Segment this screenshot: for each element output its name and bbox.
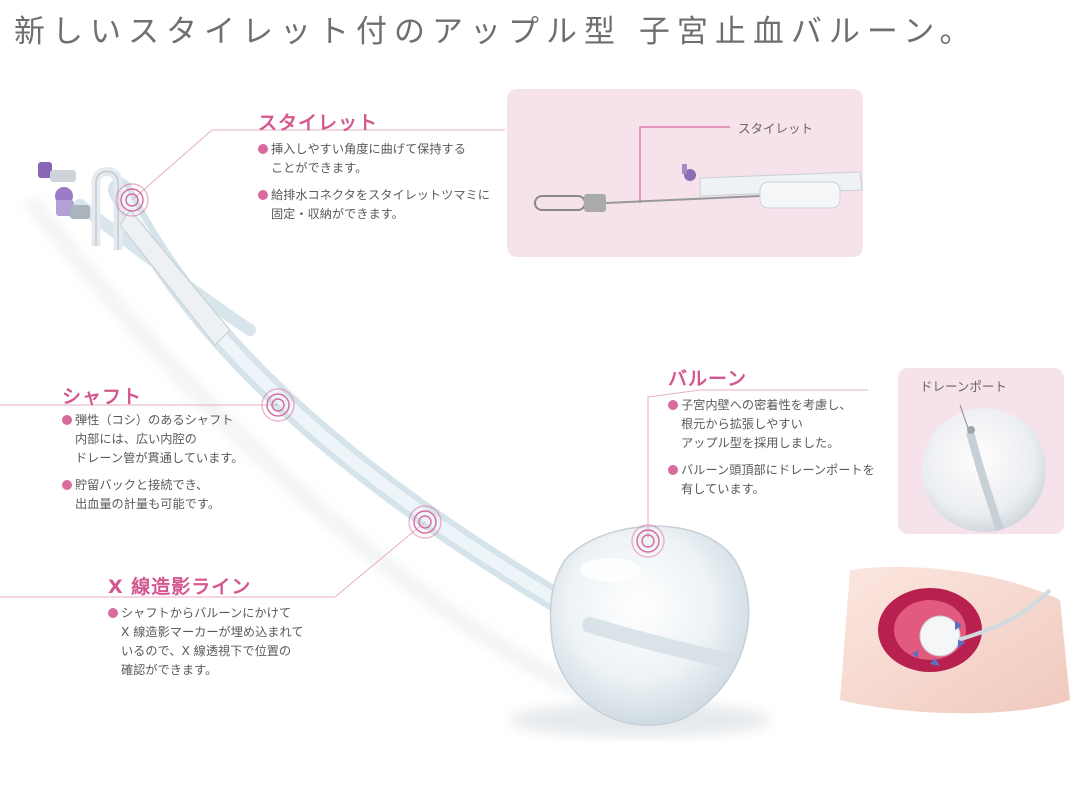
xray-bullets: シャフトからバルーンにかけて X 線造影マーカーが埋め込まれて いるので、X 線… bbox=[108, 604, 348, 688]
drain-port-inset-label: ドレーンポート bbox=[920, 379, 1007, 394]
shaft-bullet: 弾性（コシ）のあるシャフト 内部には、広い内腔の ドレーン管が貫通しています。 bbox=[62, 411, 282, 468]
stylet-bullet: 挿入しやすい角度に曲げて保持する ことができます。 bbox=[258, 140, 498, 178]
water-connector bbox=[38, 162, 90, 219]
xray-target-ring bbox=[408, 505, 442, 539]
balloon-bullets: 子宮内壁への密着性を考慮し、 根元から拡張しやすい アップル型を採用しました。 … bbox=[668, 396, 888, 507]
xray-bullet: シャフトからバルーンにかけて X 線造影マーカーが埋め込まれて いるので、X 線… bbox=[108, 604, 348, 680]
bullet-dot-icon bbox=[668, 465, 678, 475]
uterus-illustration bbox=[840, 566, 1070, 714]
stylet-handle bbox=[91, 167, 231, 346]
stylet-inset-label: スタイレット bbox=[738, 121, 814, 136]
stylet-inset-image bbox=[534, 164, 863, 212]
stylet-bullet: 給排水コネクタをスタイレットツマミに 固定・収納ができます。 bbox=[258, 186, 498, 224]
shaft-bullet: 貯留バックと接続でき、 出血量の計量も可能です。 bbox=[62, 476, 282, 514]
stylet-heading: スタイレット bbox=[258, 112, 379, 134]
balloon-image bbox=[549, 525, 750, 726]
page-title: 新しいスタイレット付のアップル型 子宮止血バルーン。 bbox=[14, 14, 978, 50]
balloon-heading: バルーン bbox=[668, 368, 748, 390]
bullet-dot-icon bbox=[62, 480, 72, 490]
stylet-bullets: 挿入しやすい角度に曲げて保持する ことができます。 給排水コネクタをスタイレット… bbox=[258, 140, 498, 232]
leader-lines bbox=[0, 129, 868, 598]
shaft-target-ring bbox=[261, 388, 295, 422]
shaft-bullets: 弾性（コシ）のあるシャフト 内部には、広い内腔の ドレーン管が貫通しています。 … bbox=[62, 411, 282, 522]
bullet-dot-icon bbox=[108, 608, 118, 618]
bullet-dot-icon bbox=[258, 190, 268, 200]
shaft-heading: シャフト bbox=[62, 386, 143, 408]
stylet-inset-leader bbox=[639, 126, 730, 203]
bullet-dot-icon bbox=[258, 144, 268, 154]
drain-port-inset-image bbox=[922, 408, 1046, 532]
drain-port-leader bbox=[959, 404, 969, 429]
balloon-target-ring bbox=[631, 524, 665, 558]
balloon-bullet: バルーン頭頂部にドレーンポートを 有しています。 bbox=[668, 461, 888, 499]
bullet-dot-icon bbox=[62, 415, 72, 425]
stylet-target-ring bbox=[115, 183, 149, 217]
xray-heading: X 線造影ライン bbox=[108, 576, 252, 598]
bullet-dot-icon bbox=[668, 400, 678, 410]
shaft-shadow bbox=[24, 195, 603, 707]
balloon-bullet: 子宮内壁への密着性を考慮し、 根元から拡張しやすい アップル型を採用しました。 bbox=[668, 396, 888, 453]
